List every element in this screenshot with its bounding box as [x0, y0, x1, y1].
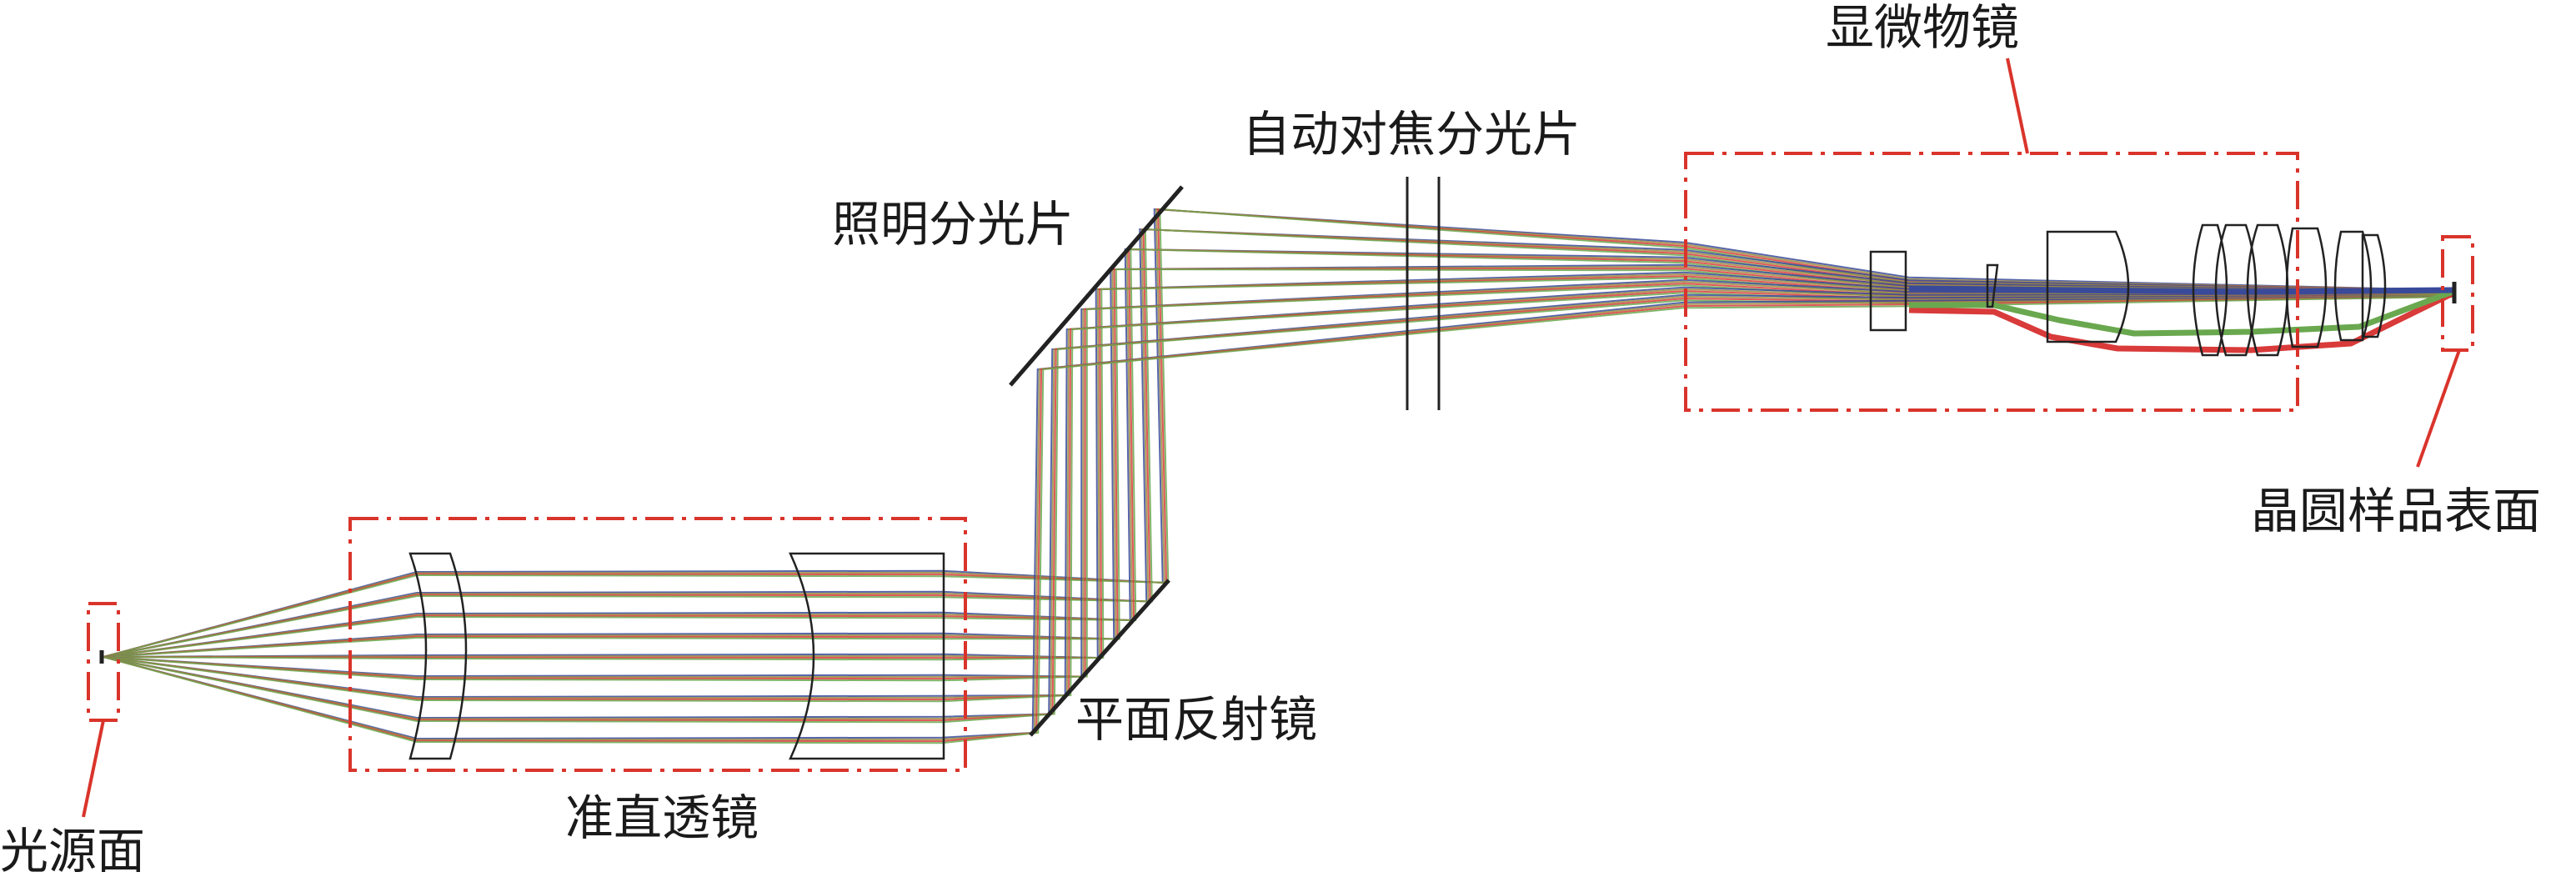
objective-lens-d — [2246, 223, 2289, 357]
planes — [99, 282, 2457, 664]
objective-lens-f — [2333, 230, 2373, 342]
collimating-lens-2 — [789, 552, 945, 760]
light-source-plane-label: 光源面 — [0, 823, 146, 879]
ray-path — [103, 208, 2453, 658]
collimating-lens-elements — [408, 552, 945, 760]
plane-mirror — [1029, 579, 1170, 737]
autofocus-beamsplitter-label: 自动对焦分光片 — [1242, 106, 1581, 163]
ray-path — [103, 277, 2453, 661]
collimating-lens-label: 准直透镜 — [565, 789, 759, 846]
collimating-lens-1 — [408, 552, 468, 760]
ray-path — [103, 208, 2453, 658]
objective-small-element — [1986, 263, 1999, 308]
marginal-ray — [1908, 285, 2453, 295]
collimating-lens-frame — [348, 517, 967, 772]
ray-path — [103, 208, 2453, 658]
ray-path — [103, 208, 2453, 658]
microscope-objective-frame — [1684, 152, 2299, 412]
autofocus-beamsplitter — [1406, 177, 1441, 410]
ray-path — [103, 292, 2453, 703]
objective-lens-e — [2285, 227, 2328, 348]
marginal-ray — [1908, 290, 2454, 353]
illumination-beamsplitter-label: 照明分光片 — [832, 196, 1075, 253]
objective-lens-elements — [1869, 223, 2387, 357]
ray-path — [103, 263, 2453, 658]
callout-leaders — [82, 58, 2461, 818]
objective-lens-c — [2214, 223, 2258, 357]
objective-aperture-block — [1869, 250, 1907, 332]
component-frames — [87, 152, 2474, 772]
source-leader — [82, 719, 105, 818]
fold-elements — [1009, 185, 1184, 737]
objective-leader — [2006, 58, 2029, 154]
ray-bundle — [103, 208, 2454, 744]
microscope-objective-label: 显微物镜 — [1826, 0, 2020, 56]
ray-path — [103, 293, 2453, 719]
plane-mirror-label: 平面反射镜 — [1075, 691, 1318, 748]
objective-lens-b — [2192, 223, 2228, 357]
objective-lens-g — [2361, 233, 2387, 338]
objective-lens-a — [2046, 230, 2130, 343]
wafer-leader — [2416, 349, 2461, 468]
wafer-sample-surface-label: 晶圆样品表面 — [2251, 483, 2542, 539]
illumination-beamsplitter — [1009, 185, 1184, 387]
ray-path — [103, 275, 2453, 659]
marginal-ray — [1909, 288, 2454, 337]
